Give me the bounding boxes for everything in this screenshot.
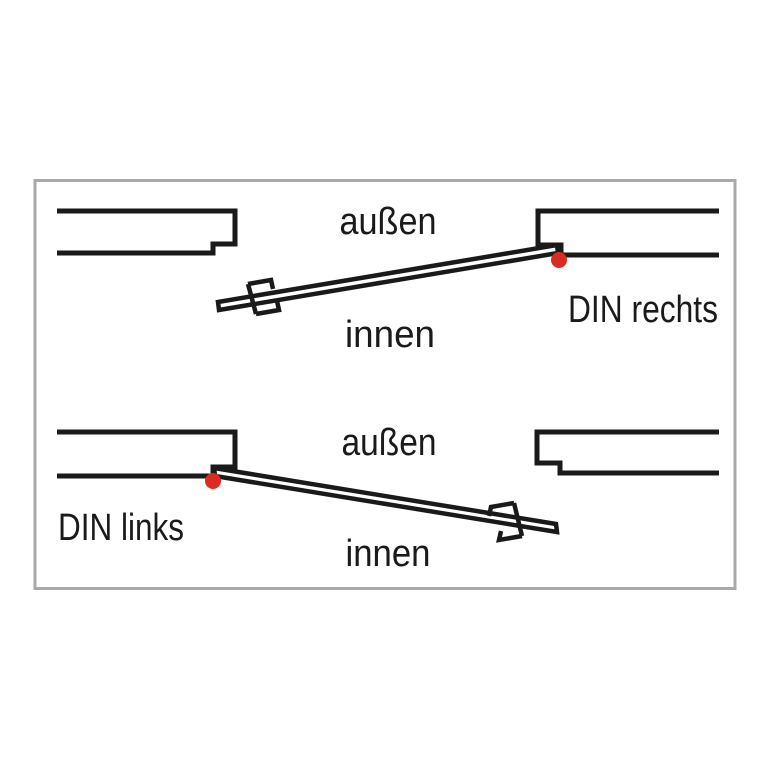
label-inside-bottom: innen [346, 533, 431, 575]
door-leaf-bottom [211, 465, 560, 535]
hinge-dot-top [551, 252, 567, 268]
label-din-rechts: DIN rechts [568, 289, 718, 331]
door-handle-top-icon [245, 277, 282, 317]
label-inside-top: innen [345, 314, 435, 356]
label-din-links: DIN links [58, 507, 184, 549]
door-leaf-top [215, 242, 561, 313]
door-frame-top-right [535, 208, 719, 258]
door-handle-bottom-icon [486, 500, 525, 543]
door-frame-bottom-right [534, 429, 719, 476]
label-outside-bottom: außen [342, 422, 437, 464]
hinge-dot-bottom [205, 473, 221, 489]
label-outside-top: außen [340, 201, 437, 243]
door-frame-bottom-left [57, 429, 238, 479]
diagram-border [33, 179, 737, 590]
door-frame-top-left [57, 208, 238, 256]
